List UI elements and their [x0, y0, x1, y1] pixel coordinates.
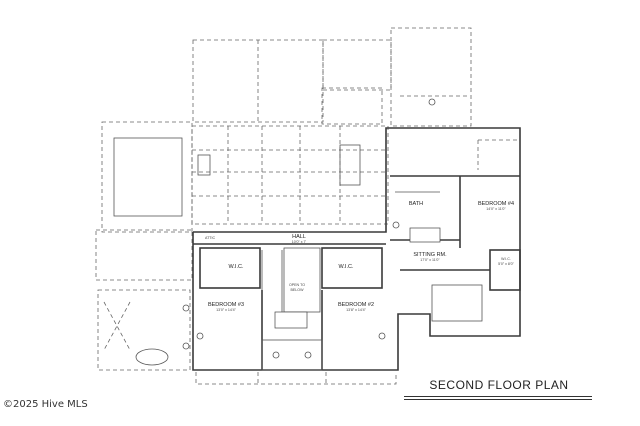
- bedroom4-label: BEDROOM #4: [478, 201, 514, 207]
- mls-watermark: ©2025 Hive MLS: [3, 399, 88, 410]
- open-below-label: OPEN TO: [289, 283, 305, 287]
- title-underline: [404, 396, 592, 398]
- attic-label: ATTIC: [205, 236, 216, 240]
- upper-porch-outline: [192, 27, 472, 127]
- front-porch-outline: [195, 372, 397, 385]
- hall-label: HALL: [292, 234, 306, 240]
- title-underline-thin: [404, 399, 592, 400]
- hall-dims: 10'0" x 7': [292, 240, 307, 244]
- room-labels: HALL 10'0" x 7' W.I.C. W.I.C. OPEN TO BE…: [205, 201, 515, 312]
- sitting-room-label: SITTING RM.: [413, 252, 447, 258]
- bedroom3-dims: 13'0" x 14'4": [216, 308, 236, 312]
- bedroom4-dims: 14'0" x 11'0": [486, 207, 506, 211]
- open-below-sub: BELOW: [291, 288, 305, 292]
- bedroom2-dims: 13'8" x 14'4": [346, 308, 366, 312]
- second-floor-walls: [192, 127, 521, 371]
- bath-label: BATH: [409, 201, 423, 207]
- wic-left-label: W.I.C.: [229, 264, 244, 270]
- roof-framing-lines: [191, 125, 389, 225]
- bedroom3-label: BEDROOM #3: [208, 302, 244, 308]
- left-wing-outline: [95, 121, 193, 371]
- plan-title: SECOND FLOOR PLAN: [429, 378, 569, 392]
- sitting-room-dims: 17'0" x 11'0": [420, 258, 440, 262]
- wic-suite-dims: 5'0" x 8'0": [498, 262, 514, 266]
- wic-right-label: W.I.C.: [339, 264, 354, 270]
- bedroom2-label: BEDROOM #2: [338, 302, 374, 308]
- wic-suite-label: W.I.C.: [501, 257, 511, 261]
